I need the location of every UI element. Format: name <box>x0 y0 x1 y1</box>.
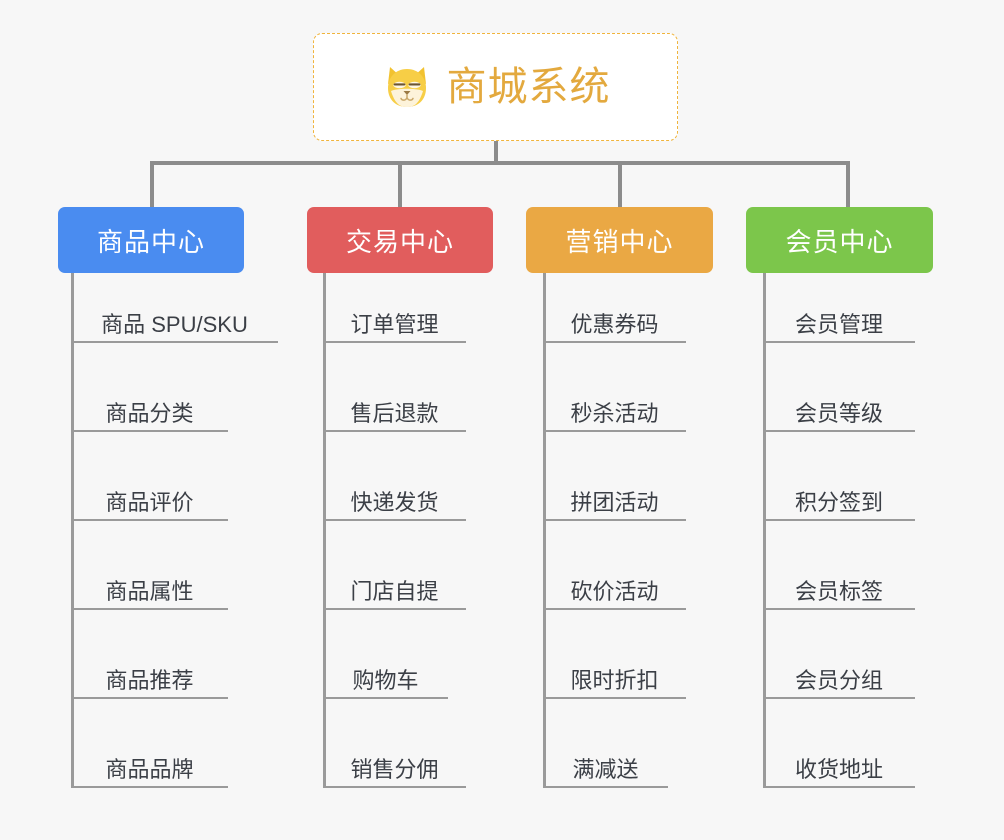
leaf-item-4-6[interactable]: 收货地址 <box>763 744 915 788</box>
leaf-label: 商品推荐 <box>105 667 194 693</box>
leaf-label: 限时折扣 <box>570 667 659 693</box>
leaf-label: 销售分佣 <box>350 756 439 782</box>
category-header-1[interactable]: 商品中心 <box>58 207 244 273</box>
leaf-label: 门店自提 <box>350 578 439 604</box>
root-title: 商城系统 <box>446 65 611 109</box>
leaf-label: 商品 SPU/SKU <box>101 311 248 337</box>
leaf-label: 会员标签 <box>794 578 883 604</box>
leaf-label: 商品评价 <box>105 489 194 515</box>
leaf-label: 会员分组 <box>794 667 883 693</box>
category-header-4-label: 会员中心 <box>785 226 894 257</box>
category-header-3[interactable]: 营销中心 <box>526 207 713 273</box>
leaf-item-4-4[interactable]: 会员标签 <box>763 566 915 610</box>
leaf-label: 订单管理 <box>350 311 439 337</box>
leaf-item-4-1[interactable]: 会员管理 <box>763 299 915 343</box>
leaf-item-3-6[interactable]: 满减送 <box>543 744 668 788</box>
leaf-label: 快递发货 <box>350 489 439 515</box>
leaf-item-3-2[interactable]: 秒杀活动 <box>543 388 686 432</box>
leaf-label: 拼团活动 <box>570 489 659 515</box>
leaf-item-1-3[interactable]: 商品评价 <box>71 477 228 521</box>
leaf-label: 秒杀活动 <box>570 400 659 426</box>
category-header-1-label: 商品中心 <box>96 226 205 257</box>
leaf-item-1-1[interactable]: 商品 SPU/SKU <box>71 299 278 343</box>
leaf-label: 积分签到 <box>794 489 883 515</box>
leaf-label: 商品属性 <box>105 578 194 604</box>
leaf-label: 购物车 <box>352 667 419 693</box>
leaf-label: 会员等级 <box>794 400 883 426</box>
branch-drop-connector-4 <box>846 161 850 207</box>
leaf-item-2-4[interactable]: 门店自提 <box>323 566 466 610</box>
leaf-label: 商品品牌 <box>105 756 194 782</box>
leaf-item-4-3[interactable]: 积分签到 <box>763 477 915 521</box>
category-header-2-label: 交易中心 <box>345 226 454 257</box>
category-spine-3 <box>543 273 546 787</box>
category-spine-2 <box>323 273 326 787</box>
leaf-item-3-4[interactable]: 砍价活动 <box>543 566 686 610</box>
leaf-label: 售后退款 <box>350 400 439 426</box>
leaf-item-2-2[interactable]: 售后退款 <box>323 388 466 432</box>
leaf-item-1-4[interactable]: 商品属性 <box>71 566 228 610</box>
leaf-item-2-3[interactable]: 快递发货 <box>323 477 466 521</box>
leaf-label: 会员管理 <box>794 311 883 337</box>
category-spine-4 <box>763 273 766 787</box>
leaf-item-2-6[interactable]: 销售分佣 <box>323 744 466 788</box>
leaf-label: 商品分类 <box>105 400 194 426</box>
branch-drop-connector-2 <box>398 161 402 207</box>
leaf-label: 满减送 <box>572 756 639 782</box>
leaf-item-3-3[interactable]: 拼团活动 <box>543 477 686 521</box>
leaf-item-4-5[interactable]: 会员分组 <box>763 655 915 699</box>
leaf-item-4-2[interactable]: 会员等级 <box>763 388 915 432</box>
category-header-2[interactable]: 交易中心 <box>307 207 493 273</box>
branch-drop-connector-3 <box>618 161 622 207</box>
leaf-item-1-2[interactable]: 商品分类 <box>71 388 228 432</box>
shiba-dog-face-icon <box>381 61 433 113</box>
category-header-3-label: 营销中心 <box>565 226 674 257</box>
leaf-item-1-6[interactable]: 商品品牌 <box>71 744 228 788</box>
leaf-item-2-5[interactable]: 购物车 <box>323 655 448 699</box>
leaf-item-1-5[interactable]: 商品推荐 <box>71 655 228 699</box>
category-spine-1 <box>71 273 74 787</box>
category-header-4[interactable]: 会员中心 <box>746 207 933 273</box>
leaf-item-2-1[interactable]: 订单管理 <box>323 299 466 343</box>
root-node[interactable]: 商城系统 <box>313 33 678 141</box>
root-stem-connector <box>494 141 498 165</box>
leaf-label: 优惠券码 <box>570 311 659 337</box>
leaf-item-3-1[interactable]: 优惠券码 <box>543 299 686 343</box>
leaf-label: 收货地址 <box>794 756 883 782</box>
leaf-item-3-5[interactable]: 限时折扣 <box>543 655 686 699</box>
leaf-label: 砍价活动 <box>570 578 659 604</box>
horizontal-bus-connector <box>150 161 850 165</box>
branch-drop-connector-1 <box>150 161 154 207</box>
